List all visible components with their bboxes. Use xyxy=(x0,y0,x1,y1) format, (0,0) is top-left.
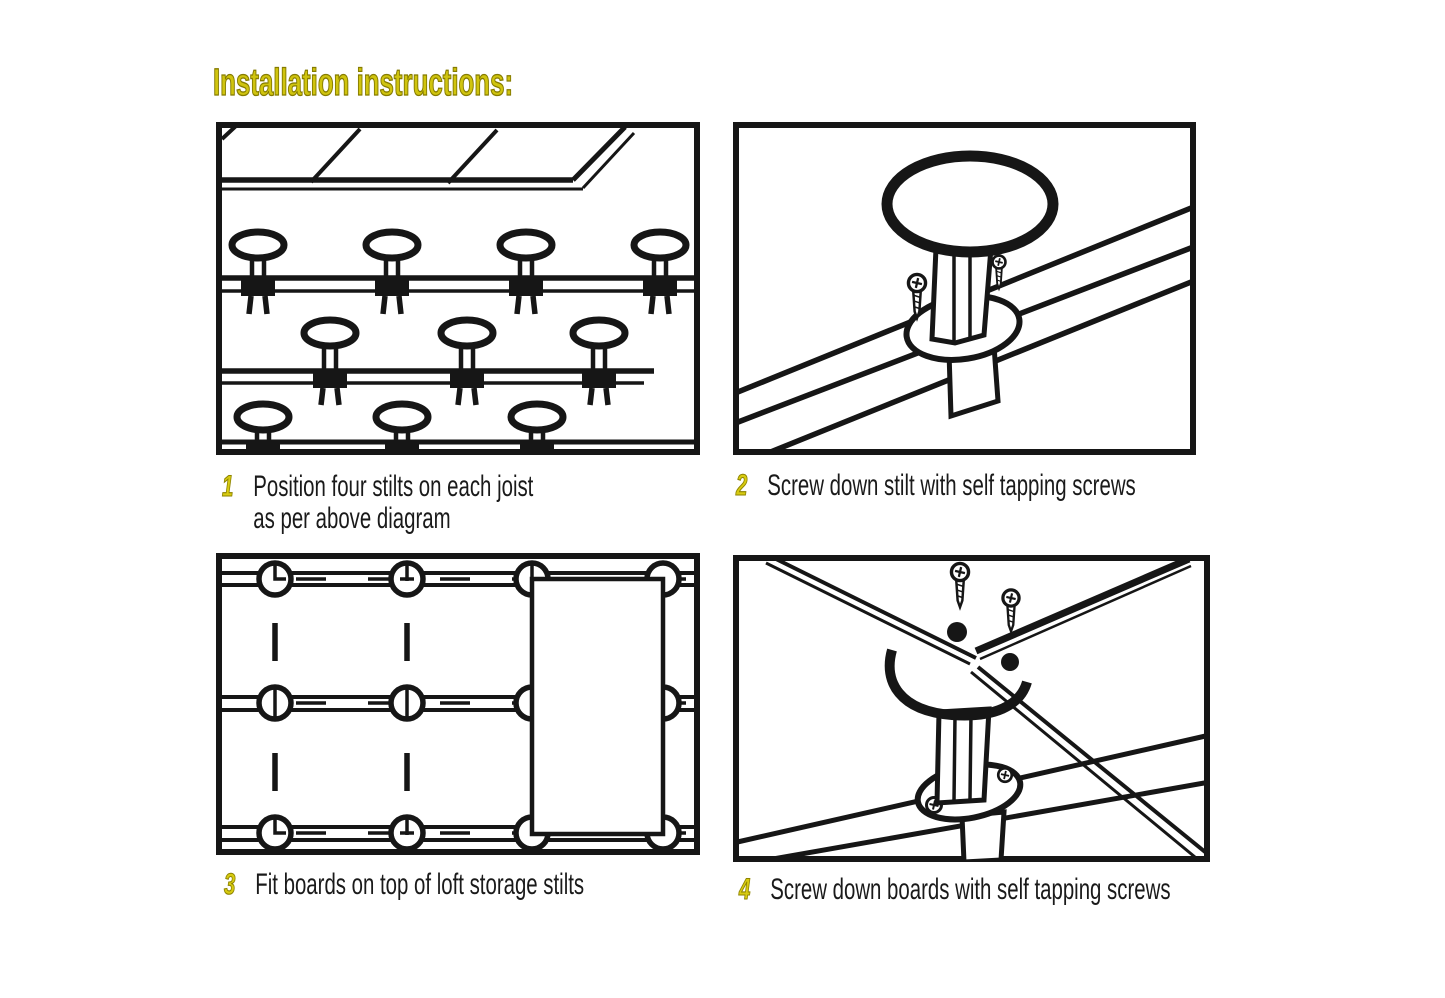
loft-stilt-icon xyxy=(884,648,1032,862)
panel-border xyxy=(733,122,1196,455)
step-2-panel xyxy=(733,122,1196,455)
stilt-row-1 xyxy=(232,232,686,314)
laid-boards-strip xyxy=(219,123,636,191)
stilt-row-3 xyxy=(237,404,563,455)
fitted-board xyxy=(529,576,666,837)
page-title: Installation instructions: xyxy=(213,61,514,104)
stilt-column xyxy=(929,245,994,346)
board-edges xyxy=(765,555,1210,862)
stilts-positioned-on-joists-illustration xyxy=(216,122,700,455)
self-tapping-screw-icon xyxy=(1001,588,1021,633)
hidden-joist-dashes xyxy=(272,623,410,791)
pilot-hole-dot xyxy=(947,622,967,642)
step-4-panel xyxy=(733,555,1210,862)
step-caption-text: Screw down boards with self tapping scre… xyxy=(770,873,1171,906)
board-screwed-to-stilt-illustration xyxy=(733,555,1210,862)
step-1-panel xyxy=(216,122,700,455)
loft-stilt-icon xyxy=(881,150,1059,420)
stilt-head-rim xyxy=(884,648,1032,721)
stilt-column xyxy=(934,706,992,806)
step-3-caption: 3 Fit boards on top of loft storage stil… xyxy=(224,868,754,901)
panel-border xyxy=(216,122,700,455)
joist-lines xyxy=(219,275,697,445)
step-caption-text: Screw down stilt with self tapping screw… xyxy=(767,469,1136,502)
stilt-row-2 xyxy=(304,320,625,405)
step-caption-text: Fit boards on top of loft storage stilts xyxy=(255,868,585,901)
stilt-column-ridges xyxy=(952,252,972,341)
panel-border xyxy=(216,553,700,855)
self-tapping-screw-icon xyxy=(949,561,971,609)
step-number: 1 xyxy=(222,470,234,503)
stilt-column-ridges xyxy=(952,713,973,802)
step-4-caption: 4 Screw down boards with self tapping sc… xyxy=(739,873,1374,906)
step-number: 2 xyxy=(736,469,748,502)
step-2-caption: 2 Screw down stilt with self tapping scr… xyxy=(736,469,1324,502)
step-number: 3 xyxy=(224,868,236,901)
pilot-hole-dot xyxy=(1001,653,1019,671)
boards-on-stilts-plan-illustration xyxy=(216,553,700,855)
stilt-head xyxy=(881,150,1059,258)
step-3-panel xyxy=(216,553,700,855)
flange-screw-head-icon xyxy=(996,766,1014,784)
step-number: 4 xyxy=(739,873,751,906)
stilt-screwed-to-joist-illustration xyxy=(733,122,1196,455)
